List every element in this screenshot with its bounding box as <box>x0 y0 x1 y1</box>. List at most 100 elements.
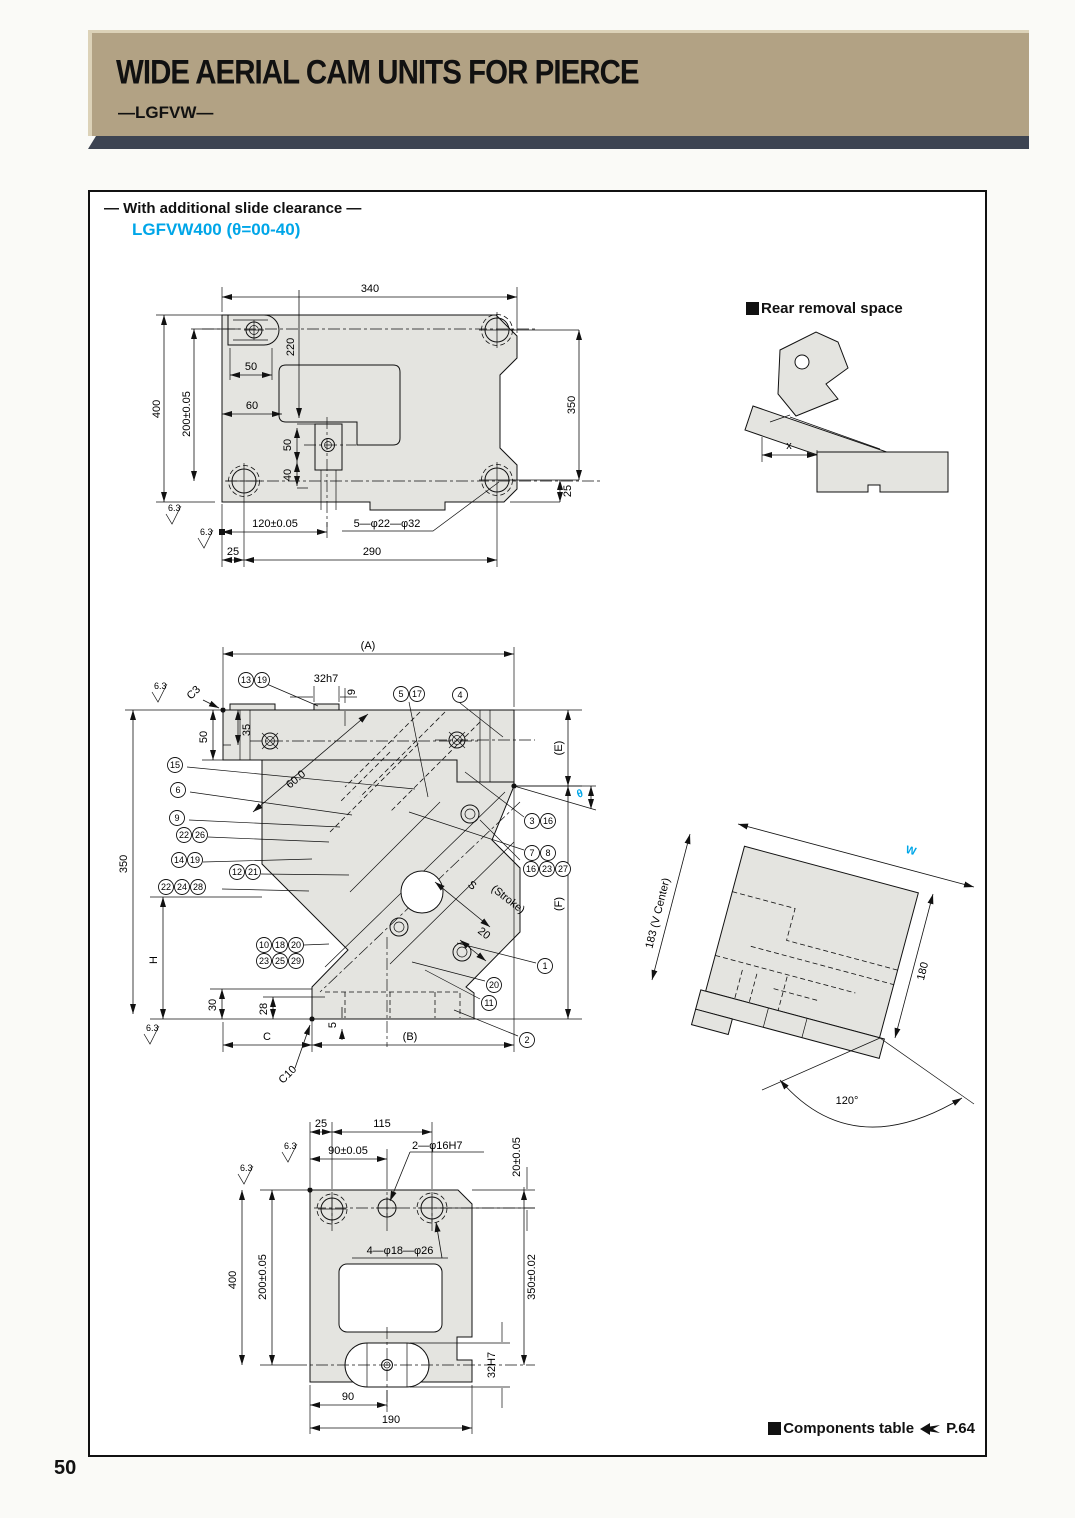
section-marker-icon <box>746 302 759 315</box>
dim-x: x <box>786 440 792 452</box>
svg-text:23: 23 <box>542 864 552 874</box>
dim-F: (F) <box>553 897 565 911</box>
svg-text:16: 16 <box>526 864 536 874</box>
dim-25a: 25 <box>227 546 239 558</box>
header-accent-bar <box>88 136 1029 149</box>
chamfer-c10: C10 <box>276 1063 299 1086</box>
rear-removal-label: Rear removal space <box>761 300 903 317</box>
rear-removal-heading: Rear removal space <box>746 300 903 317</box>
svg-text:6.3: 6.3 <box>154 681 167 691</box>
dim-5: 5 <box>327 1022 339 1028</box>
dim-35: 35 <box>241 724 253 736</box>
callout-balloon: 16 23 27 <box>523 861 571 877</box>
dim-220: 220 <box>285 338 297 356</box>
svg-text:5: 5 <box>398 689 403 699</box>
svg-text:6.3: 6.3 <box>168 503 181 513</box>
callout-balloon: 10 18 20 <box>256 937 304 953</box>
hole-note-16h7: 2—φ16H7 <box>412 1140 463 1152</box>
svg-text:24: 24 <box>177 882 187 892</box>
top-view-drawing: 340 220 400 200±0.05 50 60 50 40 120±0.0… <box>151 283 600 567</box>
dim-20: 20 <box>475 925 492 942</box>
svg-text:27: 27 <box>558 864 568 874</box>
hole-note: 5—φ22—φ32 <box>354 518 421 530</box>
callout-balloon: 5 17 <box>393 686 425 702</box>
rear-removal-drawing: x <box>744 331 949 493</box>
svg-text:6.3: 6.3 <box>146 1023 159 1033</box>
side-view-drawing: (A) 32h7 9 50 35 350 H 30 28 5 C (B) C10… <box>118 640 597 1086</box>
dim-190: 190 <box>382 1414 400 1426</box>
clearance-note: — With additional slide clearance — <box>104 200 362 217</box>
svg-text:13: 13 <box>241 675 251 685</box>
dim-20t: 20±0.05 <box>511 1137 523 1177</box>
dim-vcenter: 183 (V Center) <box>644 877 673 950</box>
svg-text:6.3: 6.3 <box>240 1163 253 1173</box>
section-marker-icon <box>768 1422 782 1435</box>
dim-W: W <box>904 844 918 858</box>
svg-text:6: 6 <box>175 785 180 795</box>
dim-A: (A) <box>361 640 376 652</box>
svg-text:6.3: 6.3 <box>200 527 213 537</box>
dim-40: 40 <box>282 469 294 481</box>
svg-text:7: 7 <box>529 848 534 858</box>
dim-9: 9 <box>346 689 358 695</box>
svg-text:28: 28 <box>193 882 203 892</box>
callout-balloon: 2 <box>519 1032 535 1048</box>
dim-50b: 50 <box>282 439 294 451</box>
svg-text:22: 22 <box>179 830 189 840</box>
components-table-note[interactable]: Components table P.64 <box>768 1420 975 1437</box>
dim-350: 350 <box>118 855 130 873</box>
svg-text:4: 4 <box>457 690 462 700</box>
svg-text:2: 2 <box>524 1035 529 1045</box>
svg-text:20: 20 <box>291 940 301 950</box>
dim-400: 400 <box>227 1271 239 1289</box>
page-title: WIDE AERIAL CAM UNITS FOR PIERCE <box>116 52 640 92</box>
dim-120deg: 120° <box>836 1095 859 1107</box>
dim-400: 400 <box>151 400 163 418</box>
angled-view-drawing: W 183 (V Center) 180 120° <box>644 823 975 1128</box>
surface-finish-mark: 6.3 <box>237 1163 254 1185</box>
header-band <box>88 30 1029 136</box>
dim-H: H <box>148 956 160 964</box>
svg-text:18: 18 <box>275 940 285 950</box>
dim-350: 350 <box>566 396 578 414</box>
dim-25b: 25 <box>562 485 574 497</box>
dim-290: 290 <box>363 546 381 558</box>
svg-text:9: 9 <box>174 813 179 823</box>
dim-340: 340 <box>361 283 379 295</box>
dim-E: (E) <box>553 741 565 756</box>
dim-120: 120±0.05 <box>252 518 298 530</box>
svg-text:21: 21 <box>248 867 258 877</box>
callout-balloon: 13 19 <box>238 672 270 688</box>
bottom-view-drawing: 25 115 90±0.05 2—φ16H7 20±0.05 4—φ18—φ26… <box>227 1118 538 1434</box>
dim-32h7b: 32H7 <box>486 1352 498 1378</box>
svg-text:10: 10 <box>259 940 269 950</box>
svg-text:15: 15 <box>170 760 180 770</box>
callout-balloon: 20 <box>486 977 502 993</box>
dim-90t: 90±0.05 <box>328 1145 368 1157</box>
dim-B: (B) <box>403 1031 418 1043</box>
dim-theta: θ <box>575 788 584 801</box>
svg-text:19: 19 <box>257 675 267 685</box>
svg-text:20: 20 <box>489 980 499 990</box>
svg-text:25: 25 <box>275 956 285 966</box>
svg-text:17: 17 <box>412 689 422 699</box>
dim-90: 90 <box>342 1391 354 1403</box>
svg-text:29: 29 <box>291 956 301 966</box>
dim-C: C <box>263 1031 271 1043</box>
svg-text:1: 1 <box>542 961 547 971</box>
hole-note-18-26: 4—φ18—φ26 <box>367 1245 434 1257</box>
dim-32h7: 32h7 <box>314 673 338 685</box>
surface-finish-mark: 6.3 <box>197 527 214 549</box>
technical-drawings: 340 220 400 200±0.05 50 60 50 40 120±0.0… <box>118 283 975 1434</box>
dim-200: 200±0.05 <box>181 391 193 437</box>
page-subtitle: —LGFVW— <box>118 103 214 122</box>
dim-350b: 350±0.02 <box>526 1254 538 1300</box>
svg-text:19: 19 <box>190 855 200 865</box>
svg-text:3: 3 <box>529 816 534 826</box>
svg-text:11: 11 <box>484 998 493 1008</box>
dim-115: 115 <box>373 1118 391 1130</box>
model-code: LGFVW400 (θ=00-40) <box>132 220 301 239</box>
